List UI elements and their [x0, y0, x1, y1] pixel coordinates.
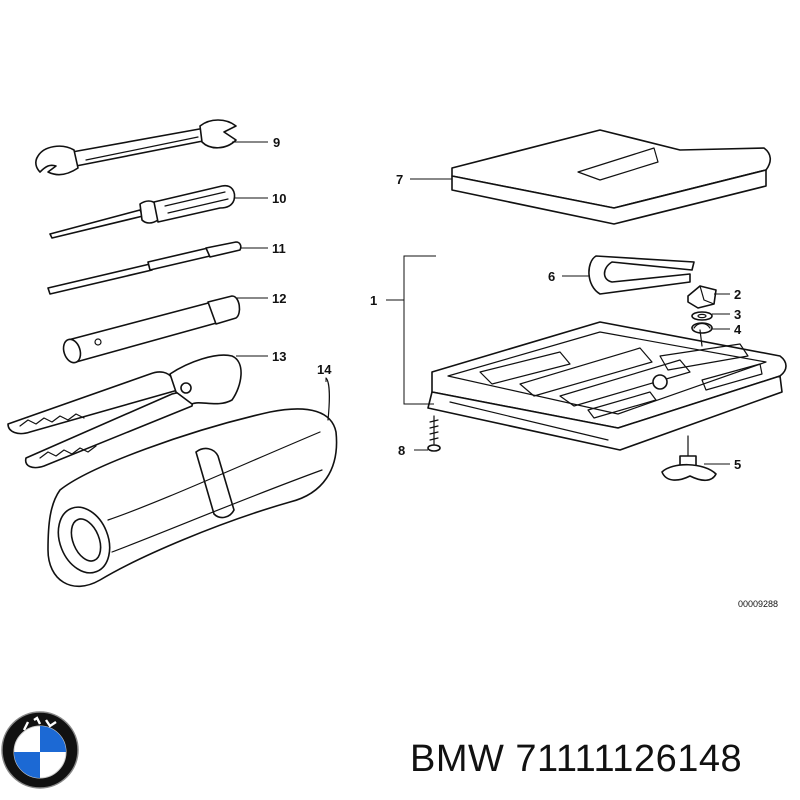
- bmw-logo: [1, 711, 79, 789]
- callout-7: 7: [396, 172, 403, 187]
- leader-1: [403, 255, 436, 405]
- box-spanner-drawing: [62, 295, 241, 364]
- brand-part-number: BMW 71111126148: [410, 738, 743, 780]
- washer-drawing: [691, 311, 713, 321]
- callout-12: 12: [272, 291, 286, 306]
- cover-plate-drawing: [451, 129, 772, 225]
- pliers-drawing: [7, 354, 242, 469]
- callout-9: 9: [273, 135, 280, 150]
- callout-10: 10: [272, 191, 286, 206]
- wing-nut-drawing: [687, 285, 717, 309]
- screw-drawing: [427, 415, 441, 452]
- spring-clip-drawing: [691, 322, 713, 334]
- callout-5: 5: [734, 457, 741, 472]
- callout-3: 3: [734, 307, 741, 322]
- callout-4: 4: [734, 322, 742, 337]
- rod-drawing: [47, 241, 242, 295]
- callout-13: 13: [272, 349, 286, 364]
- callout-1: 1: [370, 293, 377, 308]
- callout-8: 8: [398, 443, 405, 458]
- callout-14: 14: [317, 362, 332, 377]
- wrench-drawing: [35, 119, 237, 176]
- drawing-code: 00009288: [738, 599, 778, 609]
- screwdriver-drawing: [49, 184, 236, 239]
- tool-tray-drawing: [427, 321, 787, 451]
- callout-11: 11: [272, 241, 286, 256]
- wing-bolt-drawing: [661, 435, 717, 482]
- tool-roll-drawing: [47, 377, 338, 588]
- strap-drawing: [588, 255, 695, 295]
- callout-2: 2: [734, 287, 741, 302]
- callout-6: 6: [548, 269, 555, 284]
